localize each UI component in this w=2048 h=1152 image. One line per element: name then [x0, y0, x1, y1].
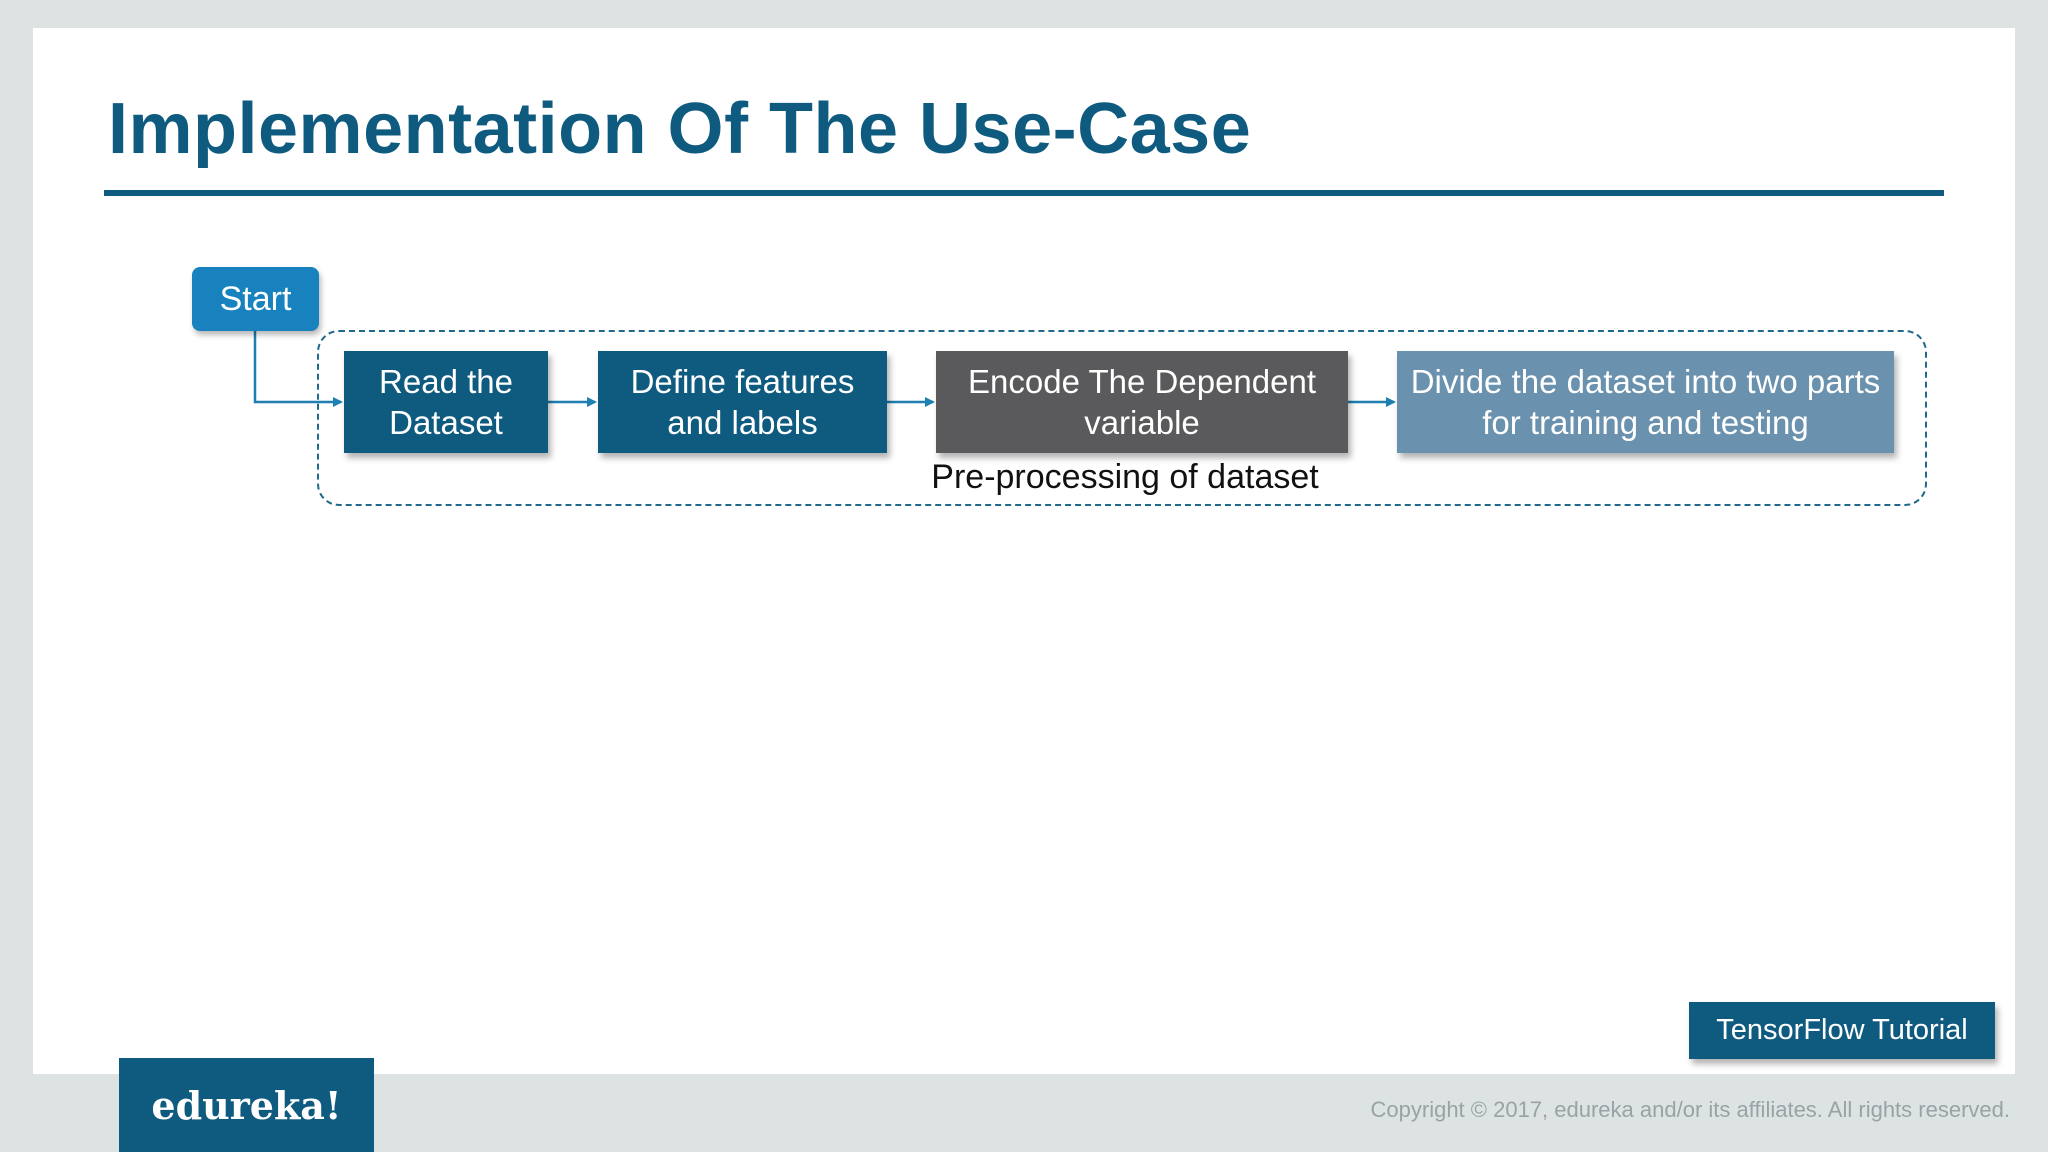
connector-start-to-read	[253, 331, 343, 407]
course-tag: TensorFlow Tutorial	[1689, 1002, 1995, 1059]
slide-title: Implementation Of The Use-Case	[108, 89, 1252, 169]
step-encode-variable: Encode The Dependent variable	[936, 351, 1348, 453]
copyright-notice: Copyright © 2017, edureka and/or its aff…	[1370, 1097, 2010, 1122]
start-node: Start	[192, 267, 319, 331]
edureka-logo: edureka!	[119, 1058, 374, 1152]
slide-canvas	[33, 28, 2015, 1074]
step-define-features: Define features and labels	[598, 351, 887, 453]
preprocessing-group-label: Pre-processing of dataset	[931, 458, 1319, 496]
step-read-dataset: Read the Dataset	[344, 351, 548, 453]
step-divide-dataset: Divide the dataset into two parts for tr…	[1397, 351, 1894, 453]
preprocessing-group-border	[317, 330, 1927, 506]
title-underline	[104, 190, 1944, 196]
